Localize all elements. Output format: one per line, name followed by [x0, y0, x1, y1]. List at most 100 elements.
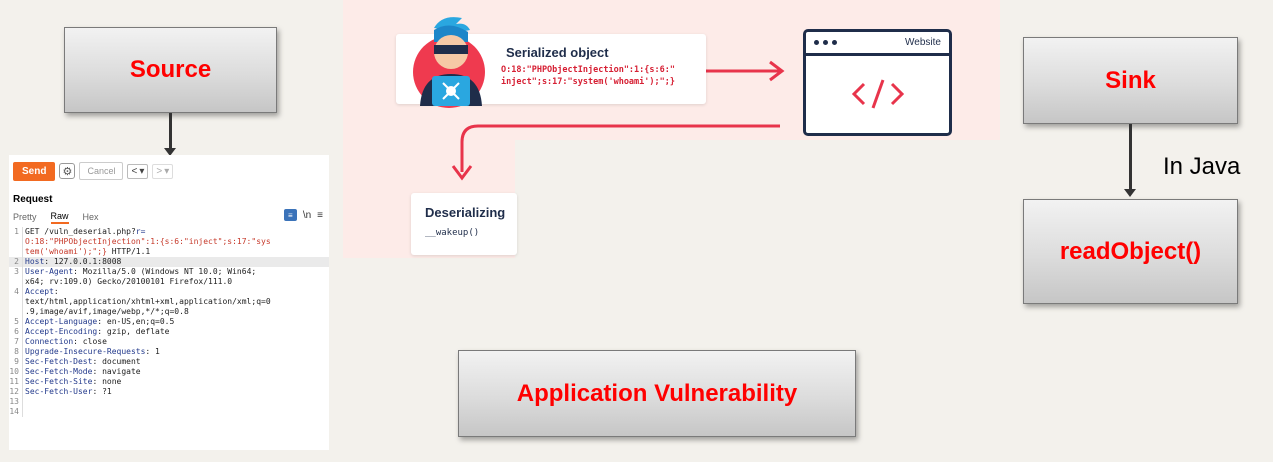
line-number: [9, 237, 23, 247]
code-token: : ?1: [92, 387, 112, 396]
line-content: Connection: close: [23, 337, 107, 347]
code-token: r=: [135, 227, 146, 236]
line-number: [9, 297, 23, 307]
in-java-label: In Java: [1163, 153, 1241, 180]
line-number: [9, 307, 23, 317]
line-number: 8: [9, 347, 23, 357]
code-token: : 127.0.0.1:8008: [44, 257, 122, 266]
website-card: Website: [803, 29, 952, 136]
deserialize-arrow-line: [460, 124, 780, 172]
code-line: 14: [9, 407, 329, 417]
code-token: : gzip, deflate: [97, 327, 170, 336]
line-content: Accept:: [23, 287, 59, 297]
code-line: x64; rv:109.0) Gecko/20100101 Firefox/11…: [9, 277, 329, 287]
line-content: Accept-Language: en-US,en;q=0.5: [23, 317, 174, 327]
read-object-box: readObject(): [1023, 199, 1238, 304]
line-content: Sec-Fetch-Mode: navigate: [23, 367, 141, 377]
cancel-button[interactable]: Cancel: [79, 162, 124, 180]
deserializing-title: Deserializing: [425, 205, 506, 220]
code-token: O:18:"PHPObjectInjection":1:{s:6:"inject…: [25, 237, 271, 246]
line-content: Upgrade-Insecure-Requests: 1: [23, 347, 160, 357]
line-content: GET /vuln_deserial.php?r=: [23, 227, 145, 237]
line-number: [9, 277, 23, 287]
code-token: Connection: [25, 337, 74, 346]
line-number: 3: [9, 267, 23, 277]
forward-label: >: [156, 165, 163, 177]
code-line: text/html,application/xhtml+xml,applicat…: [9, 297, 329, 307]
request-title: Request: [13, 194, 53, 205]
line-content: Accept-Encoding: gzip, deflate: [23, 327, 170, 337]
deserialize-arrow-head: [451, 165, 473, 181]
back-dropdown-icon: ▾: [139, 165, 145, 177]
code-token: GET /vuln_deserial.php?: [25, 227, 136, 236]
tab-raw[interactable]: Raw: [50, 211, 69, 224]
line-content: .9,image/avif,image/webp,*/*;q=0.8: [23, 307, 189, 317]
code-token: :: [53, 287, 59, 296]
gear-icon[interactable]: ⚙: [59, 163, 76, 179]
code-token: Accept-Encoding: [25, 327, 98, 336]
source-label: Source: [129, 56, 212, 83]
code-line: 13: [9, 397, 329, 407]
back-button[interactable]: <▾: [127, 163, 149, 179]
code-token: .9,image/avif,image/webp,*/*;q=0.8: [25, 307, 189, 316]
line-number: 12: [9, 387, 23, 397]
line-number: 10: [9, 367, 23, 377]
code-token: User-Agent: [25, 267, 74, 276]
code-token: Accept: [25, 287, 54, 296]
code-token: Sec-Fetch-Mode: [25, 367, 93, 376]
app-vulnerability-box: Application Vulnerability: [458, 350, 856, 437]
code-line: tem('whoami');";} HTTP/1.1: [9, 247, 329, 257]
burp-toolbar: Send ⚙ Cancel <▾ >▾: [9, 155, 329, 187]
source-connector: [169, 113, 172, 149]
read-object-label: readObject(): [1059, 237, 1202, 265]
forward-button[interactable]: >▾: [152, 163, 174, 179]
line-number: 14: [9, 407, 23, 417]
line-number: 1: [9, 227, 23, 237]
line-content: tem('whoami');";} HTTP/1.1: [23, 247, 150, 257]
line-content: Sec-Fetch-User: ?1: [23, 387, 112, 397]
send-button[interactable]: Send: [13, 161, 56, 181]
forward-dropdown-icon: ▾: [164, 165, 170, 177]
newline-toggle[interactable]: \n: [302, 209, 312, 221]
code-token: : en-US,en;q=0.5: [97, 317, 175, 326]
sink-connector: [1129, 124, 1132, 190]
code-token: : document: [92, 357, 141, 366]
wrap-lines-icon[interactable]: ≡: [283, 209, 297, 221]
code-token: : none: [92, 377, 122, 386]
serialized-title: Serialized object: [506, 45, 609, 60]
code-line: O:18:"PHPObjectInjection":1:{s:6:"inject…: [9, 237, 329, 247]
code-token: text/html,application/xhtml+xml,applicat…: [25, 297, 271, 306]
code-token: tem('whoami');";}: [25, 247, 107, 256]
wakeup-function: __wakeup(): [425, 228, 480, 238]
line-number: 2: [9, 257, 23, 267]
sink-box: Sink: [1023, 37, 1238, 124]
line-content: x64; rv:109.0) Gecko/20100101 Firefox/11…: [23, 277, 232, 287]
code-token: : 1: [145, 347, 160, 356]
code-token: Host: [25, 257, 45, 266]
line-content: Sec-Fetch-Site: none: [23, 377, 121, 387]
line-number: 13: [9, 397, 23, 407]
line-content: text/html,application/xhtml+xml,applicat…: [23, 297, 271, 307]
tab-hex[interactable]: Hex: [82, 212, 99, 222]
menu-icon[interactable]: ≡: [317, 209, 323, 221]
source-arrowhead: [164, 148, 176, 156]
back-label: <: [131, 165, 138, 177]
app-vulnerability-label: Application Vulnerability: [516, 379, 798, 407]
line-content: Host: 127.0.0.1:8008: [23, 257, 121, 267]
line-number: 5: [9, 317, 23, 327]
website-titlebar: Website: [806, 32, 949, 56]
tab-pretty[interactable]: Pretty: [13, 212, 37, 222]
code-token: Sec-Fetch-User: [25, 387, 93, 396]
sink-label: Sink: [1105, 66, 1156, 94]
code-icon: [806, 59, 949, 129]
